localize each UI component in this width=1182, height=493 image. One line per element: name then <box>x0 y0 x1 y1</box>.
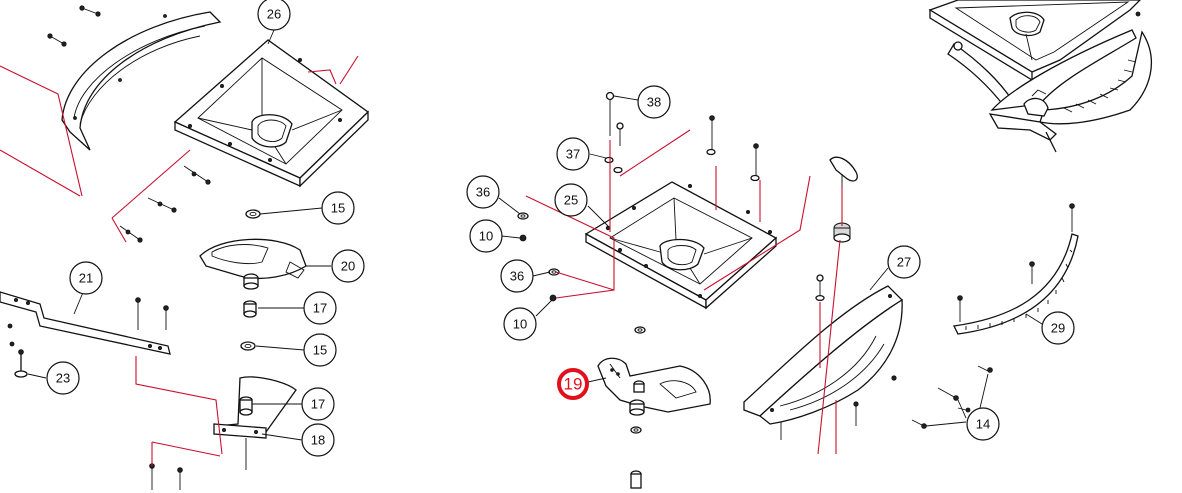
callout-circle <box>500 259 534 293</box>
callout-label: 17 <box>313 301 327 316</box>
callout-circle <box>321 191 355 225</box>
bolt-set-bottom-left <box>149 463 183 490</box>
hopper-funnel-left <box>173 39 370 188</box>
callout-circle <box>503 307 537 341</box>
callout-label: 37 <box>566 147 580 162</box>
hopper-funnel-25 <box>584 181 778 310</box>
callout-circle <box>554 183 588 217</box>
spacer-center-bottom <box>630 470 642 489</box>
washer-center-lower <box>630 426 642 434</box>
callout-label: 10 <box>479 229 493 244</box>
callout-label: 17 <box>311 397 325 412</box>
callout-15: 15 <box>321 191 355 225</box>
callout-label: 15 <box>331 201 345 216</box>
callout-circle <box>966 407 1000 441</box>
callout-circle <box>69 261 103 295</box>
adjustment-knob-center <box>829 156 858 243</box>
washer-15-lower <box>240 341 256 351</box>
callout-circle <box>331 249 365 283</box>
callout-23: 23 <box>46 361 80 395</box>
washer-nut-36-10-upper <box>517 212 529 242</box>
callout-leaders <box>27 29 1043 441</box>
callout-label: 15 <box>313 343 327 358</box>
callout-layer: 26 15 20 21 17 15 23 17 18 38 37 36 25 10 36 10 19 27 29 14 <box>46 0 1075 457</box>
washer-15-upper <box>245 209 261 219</box>
callout-37: 37 <box>556 137 590 171</box>
callout-label: 36 <box>476 185 490 200</box>
callout-36: 36 <box>466 175 500 209</box>
callout-label: 20 <box>341 259 355 274</box>
bolt-set-near-27 <box>778 274 897 440</box>
callout-label: 25 <box>564 193 578 208</box>
callout-25: 25 <box>554 183 588 217</box>
callout-label: 27 <box>897 255 911 270</box>
curved-shield-27 <box>743 285 904 425</box>
callout-circle <box>557 368 589 400</box>
callout-circle <box>466 175 500 209</box>
callout-label: 21 <box>79 271 93 286</box>
callout-38: 38 <box>637 85 671 119</box>
callout-circle <box>303 291 337 325</box>
bolt-set-left-hopper <box>119 165 211 243</box>
callout-circle <box>301 387 335 421</box>
washer-nut-36-10-lower <box>548 268 560 302</box>
callout-circle <box>303 333 337 367</box>
bolt-set-14 <box>911 365 993 429</box>
bar-21 <box>0 291 171 355</box>
bolt-23 <box>14 349 28 378</box>
callout-29: 29 <box>1041 311 1075 345</box>
callout-17: 17 <box>301 387 335 421</box>
callout-circle <box>1041 311 1075 345</box>
callout-label: 36 <box>510 269 524 284</box>
curved-shield-left <box>61 11 222 151</box>
callout-circle <box>257 0 291 31</box>
callout-label: 26 <box>267 7 281 22</box>
callout-10: 10 <box>469 219 503 253</box>
callout-label: 23 <box>56 371 70 386</box>
plate-20 <box>199 238 307 290</box>
spacer-17-left <box>243 300 257 318</box>
callout-19-highlighted: 19 <box>557 368 589 400</box>
assembly-leaders-left <box>0 55 359 466</box>
callout-circle <box>887 245 921 279</box>
gate-assembly-top-right <box>928 0 1152 153</box>
callout-label: 18 <box>311 433 325 448</box>
callout-label: 14 <box>976 417 990 432</box>
callout-label: 29 <box>1051 321 1065 336</box>
bracket-18 <box>213 376 297 470</box>
callout-20: 20 <box>331 249 365 283</box>
callout-21: 21 <box>69 261 103 295</box>
washer-center-upper <box>634 326 646 334</box>
bolt-set-center-top <box>604 91 760 182</box>
callout-circle <box>556 137 590 171</box>
assembly-leaders-center <box>525 129 843 455</box>
callout-circle <box>637 85 671 119</box>
callout-circle <box>469 219 503 253</box>
callout-27: 27 <box>887 245 921 279</box>
plate-19 <box>597 357 711 416</box>
bolt-set-top-left <box>47 5 101 47</box>
callout-circle <box>301 423 335 457</box>
scale-arc-29 <box>953 203 1079 335</box>
callout-18: 18 <box>301 423 335 457</box>
callout-label: 38 <box>647 95 661 110</box>
callout-17: 17 <box>303 291 337 325</box>
callout-label: 10 <box>513 317 527 332</box>
callout-26: 26 <box>257 0 291 31</box>
callout-circle <box>46 361 80 395</box>
callout-36: 36 <box>500 259 534 293</box>
callout-10: 10 <box>503 307 537 341</box>
callout-15: 15 <box>303 333 337 367</box>
callout-14: 14 <box>966 407 1000 441</box>
callout-label: 19 <box>564 375 583 394</box>
bolt-set-near-21 <box>7 297 169 347</box>
